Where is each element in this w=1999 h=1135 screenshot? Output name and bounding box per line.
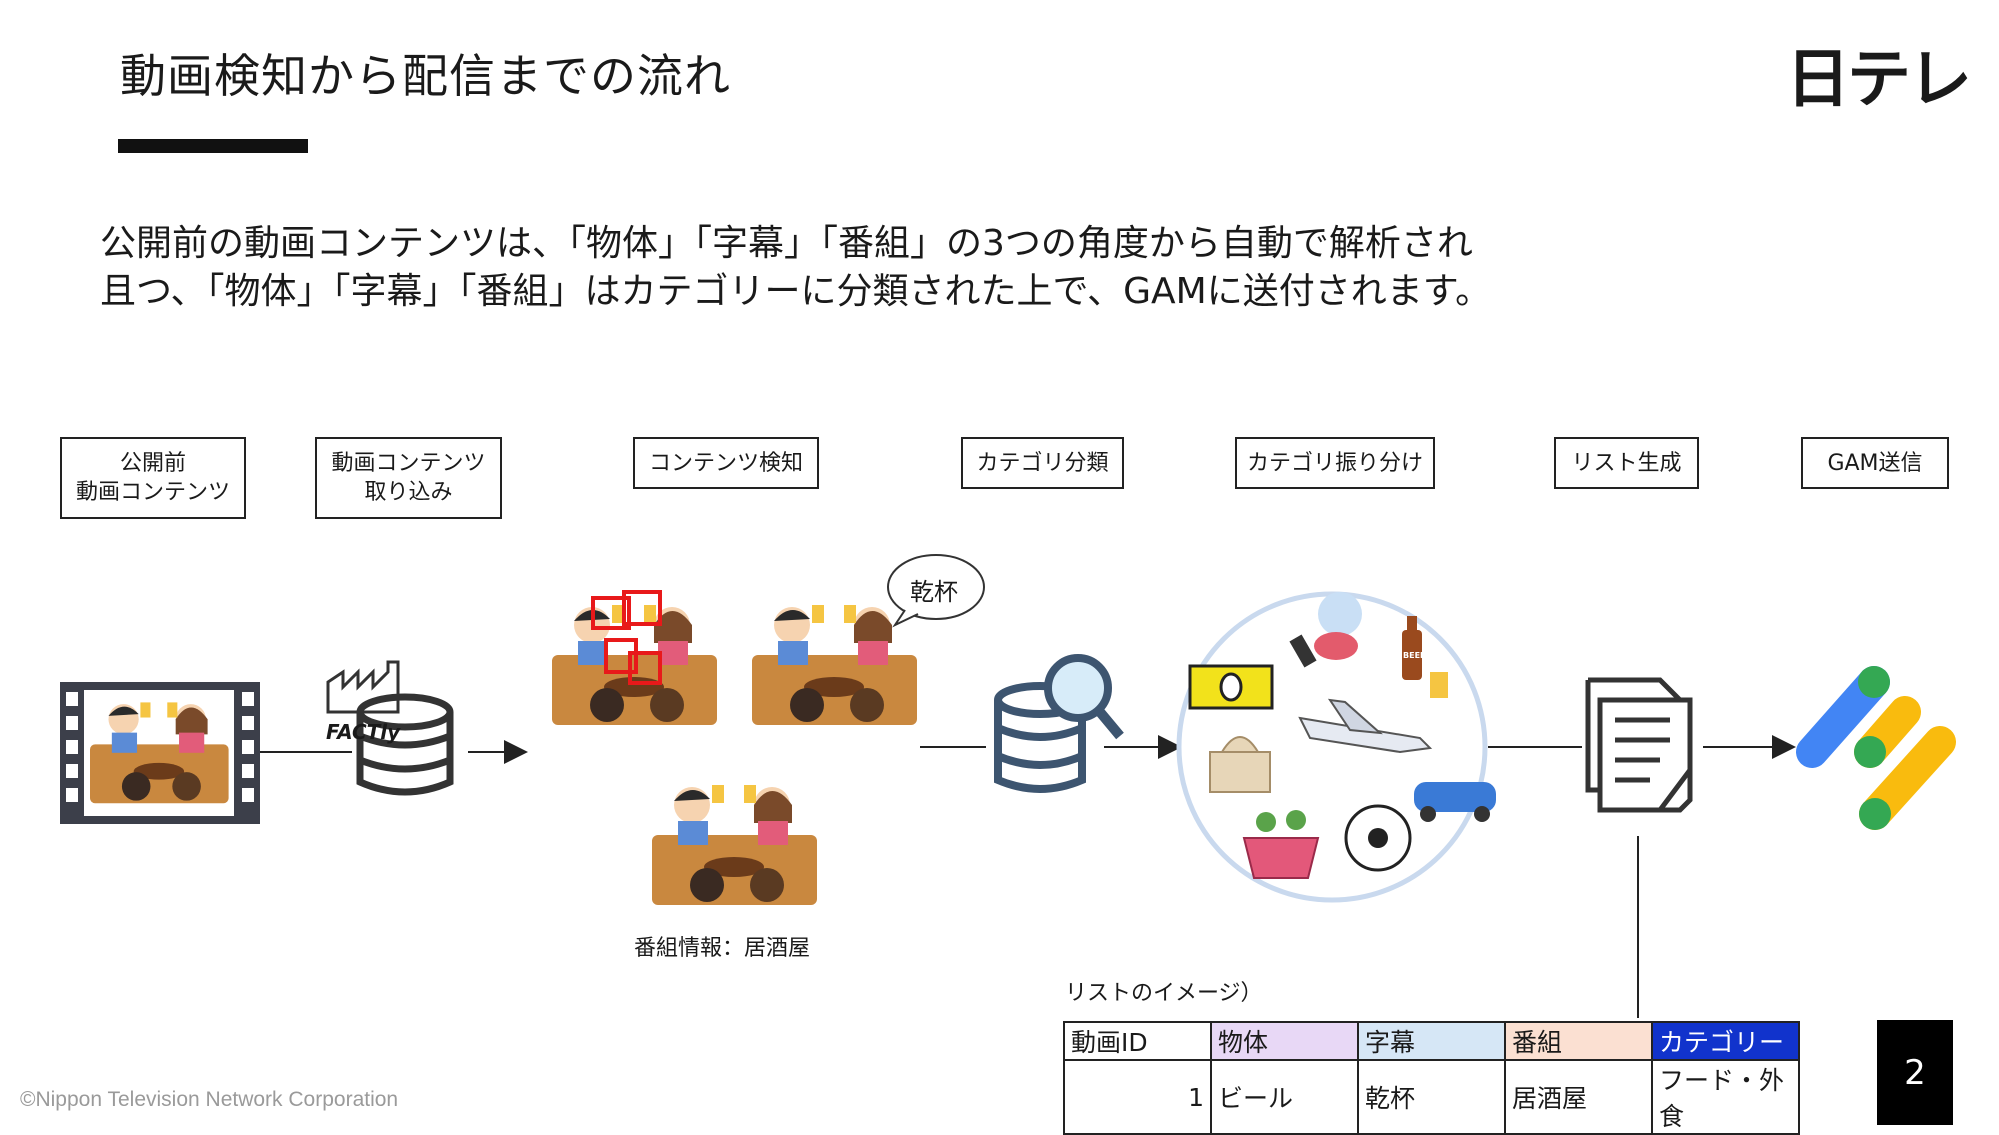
- program-detection-image: [652, 785, 817, 905]
- header-program: 番組: [1504, 1021, 1653, 1061]
- step-gam-send: GAM送信: [1801, 437, 1949, 489]
- step-video-import: 動画コンテンツ 取り込み: [315, 437, 502, 519]
- category-circle: [1176, 591, 1496, 903]
- program-info-caption: 番組情報：居酒屋: [634, 936, 811, 961]
- description: 公開前の動画コンテンツは、「物体」「字幕」「番組」の3つの角度から自動で解析され…: [100, 220, 1491, 316]
- list-image-caption: リストのイメージ）: [1065, 981, 1263, 1006]
- step-prepublish-video: 公開前 動画コンテンツ: [60, 437, 246, 519]
- step-content-detection: コンテンツ検知: [633, 437, 819, 489]
- beer-label: BEER: [1403, 651, 1427, 660]
- object-detection-image: [552, 590, 717, 725]
- database-search-icon: [994, 654, 1124, 793]
- step-category-sorting: カテゴリ振り分け: [1235, 437, 1435, 489]
- cell-video-id: 1: [1063, 1059, 1212, 1135]
- list-table: 動画ID 物体 字幕 番組 カテゴリー 1 ビール 乾杯 居酒屋 フード・外食: [1063, 1021, 1800, 1135]
- cell-category: フード・外食: [1651, 1059, 1800, 1135]
- title-underline: [118, 139, 308, 153]
- factory-icon: [326, 660, 400, 714]
- header-category: カテゴリー: [1651, 1021, 1800, 1061]
- table-header-row: 動画ID 物体 字幕 番組 カテゴリー: [1063, 1021, 1800, 1061]
- cell-object: ビール: [1210, 1059, 1359, 1135]
- header-subtitle: 字幕: [1357, 1021, 1506, 1061]
- step-list-generation: リスト生成: [1554, 437, 1699, 489]
- subtitle-detection-image: [752, 554, 985, 725]
- subtitle-bubble-text: 乾杯: [910, 578, 958, 606]
- header-video-id: 動画ID: [1063, 1021, 1212, 1061]
- copyright: ©Nippon Television Network Corporation: [20, 1088, 399, 1111]
- document-icon: [1585, 677, 1693, 813]
- film-strip-icon: [60, 682, 260, 824]
- table-row: 1 ビール 乾杯 居酒屋 フード・外食: [1063, 1059, 1800, 1135]
- cell-subtitle: 乾杯: [1357, 1059, 1506, 1135]
- factly-label: FACTly: [326, 720, 401, 744]
- page-number: 2: [1877, 1020, 1953, 1125]
- step-category-classification: カテゴリ分類: [961, 437, 1124, 489]
- page-title: 動画検知から配信までの流れ: [120, 49, 731, 103]
- ntv-logo: 日テレ: [1786, 43, 1972, 117]
- header-object: 物体: [1210, 1021, 1359, 1061]
- google-ad-manager-icon: [1796, 666, 1956, 830]
- description-line-2: 且つ、「物体」「字幕」「番組」はカテゴリーに分類された上で、GAMに送付されます…: [100, 271, 1492, 312]
- cell-program: 居酒屋: [1504, 1059, 1653, 1135]
- description-line-1: 公開前の動画コンテンツは、「物体」「字幕」「番組」の3つの角度から自動で解析され: [100, 223, 1473, 264]
